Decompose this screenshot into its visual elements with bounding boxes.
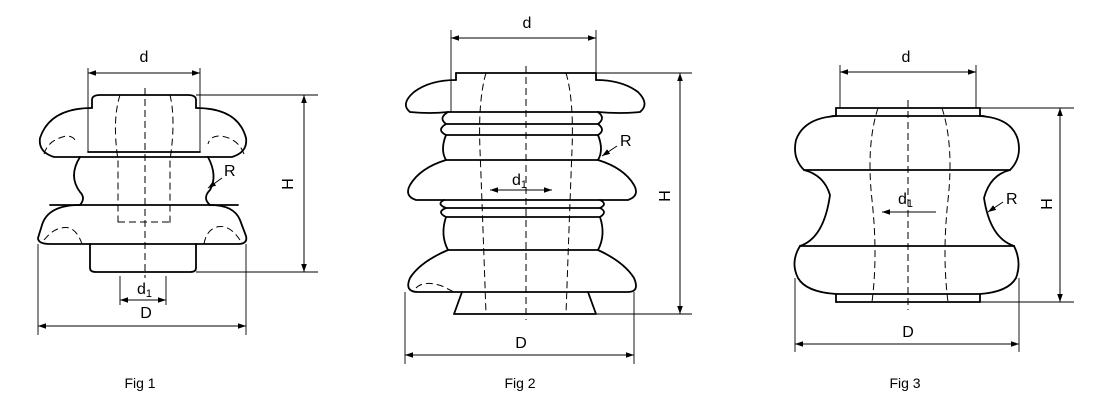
figure-2-dimensions: d H R d1 D bbox=[404, 15, 692, 364]
fig2-caption: Fig 2 bbox=[504, 375, 535, 391]
fig2-r-label: R bbox=[620, 133, 632, 150]
fig1-r-label: R bbox=[224, 163, 236, 180]
figure-3-dimensions: d H R d1 D bbox=[794, 49, 1074, 352]
figure-1-outline bbox=[37, 88, 248, 278]
fig2-d-label: d bbox=[523, 15, 532, 32]
fig1-h-label: H bbox=[280, 178, 297, 190]
figure-1-dimensions: d H R d1 D bbox=[37, 49, 318, 335]
fig1-caption: Fig 1 bbox=[124, 375, 155, 391]
figure-3: d H R d1 D Fig 3 bbox=[793, 49, 1074, 391]
fig2-D-label: D bbox=[515, 335, 527, 352]
figure-1: d H R d1 D Fig 1 bbox=[37, 49, 318, 391]
figure-3-outline bbox=[793, 100, 1020, 310]
fig1-D-label: D bbox=[140, 305, 152, 322]
fig2-h-label: H bbox=[657, 190, 674, 202]
figure-2: d H R d1 D Fig 2 bbox=[404, 15, 692, 391]
fig3-d-label: d bbox=[902, 49, 911, 66]
fig1-d1-label: d1 bbox=[137, 281, 152, 300]
fig1-d-label: d bbox=[140, 49, 149, 66]
fig3-caption: Fig 3 bbox=[889, 375, 920, 391]
figure-2-outline bbox=[404, 66, 646, 320]
fig3-d1-label: d1 bbox=[898, 191, 913, 210]
fig3-r-label: R bbox=[1006, 191, 1018, 208]
fig2-d1-label: d1 bbox=[512, 172, 527, 191]
fig3-D-label: D bbox=[902, 324, 914, 341]
fig3-h-label: H bbox=[1039, 198, 1056, 210]
